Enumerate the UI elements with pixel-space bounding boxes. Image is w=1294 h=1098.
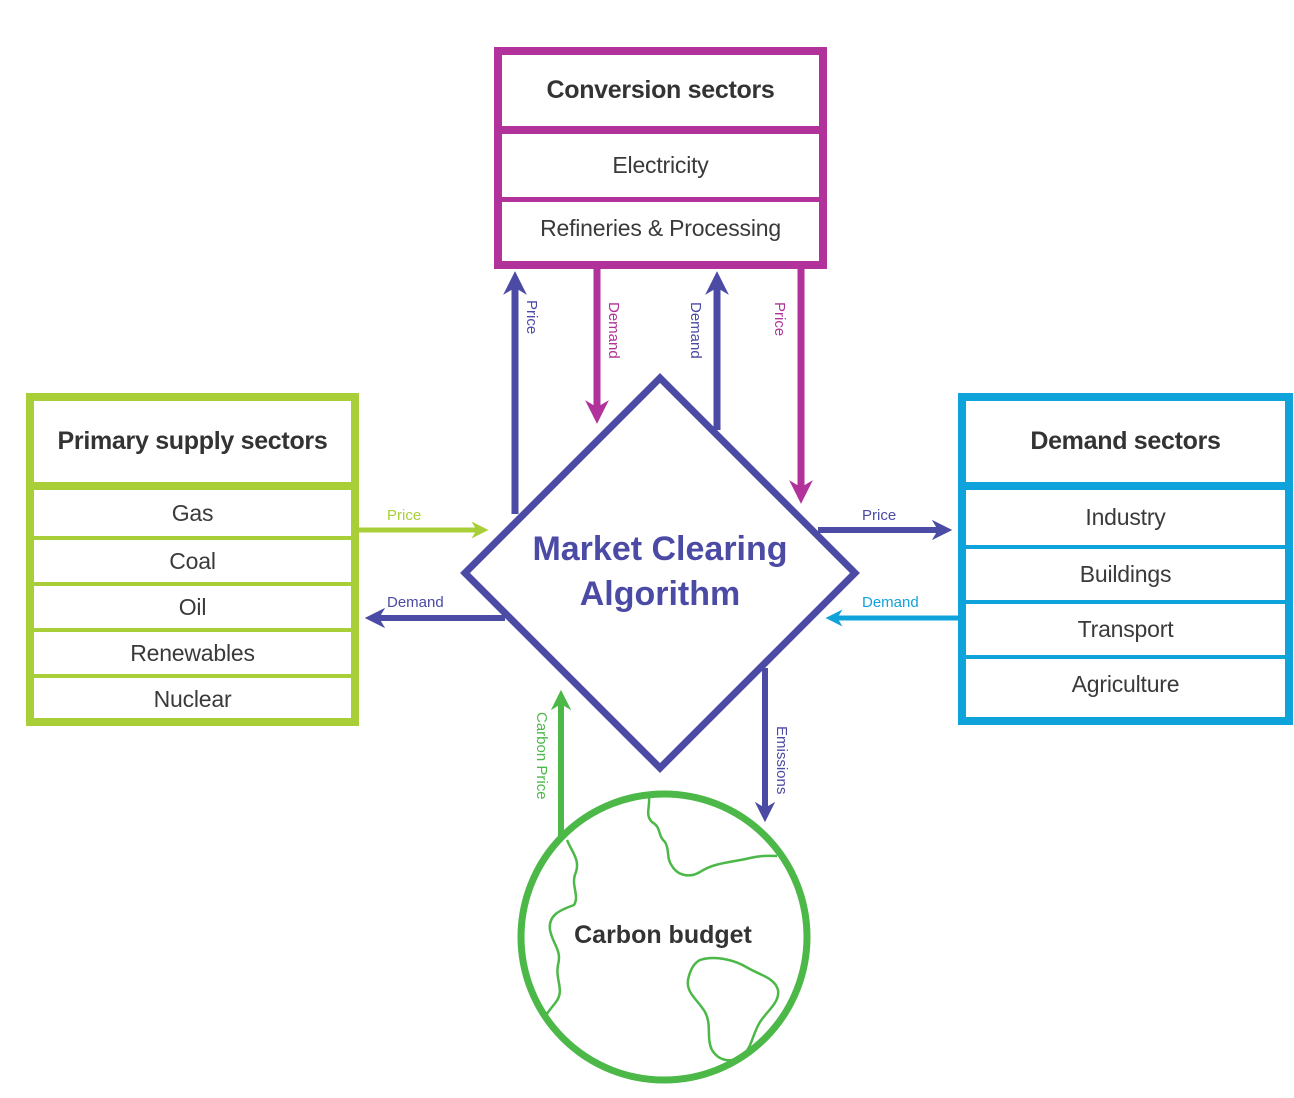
- supply-item-nuclear: Nuclear: [34, 674, 351, 720]
- conv-demand-up-label: Demand: [687, 302, 704, 359]
- demand-item-transport: Transport: [966, 600, 1285, 655]
- conversion-sectors-title: Conversion sectors: [502, 55, 819, 134]
- market-clearing-diamond: [460, 373, 860, 773]
- demand-item-industry: Industry: [1085, 504, 1166, 530]
- conv-price-down-label: Price: [771, 302, 788, 336]
- conversion-sectors-box: Conversion sectors Electricity Refinerie…: [494, 47, 827, 269]
- demand-item-agriculture: Agriculture: [966, 655, 1285, 710]
- supply-item-oil: Oil: [34, 582, 351, 628]
- emissions-label: Emissions: [773, 726, 790, 794]
- demand-item-buildings: Buildings: [966, 545, 1285, 600]
- carbon-price-label: Carbon Price: [533, 712, 550, 800]
- conversion-item-refineries: Refineries & Processing: [502, 197, 819, 255]
- supply-item-gas: Gas: [171, 499, 214, 526]
- primary-supply-sectors-title: Primary supply sectors: [34, 401, 351, 490]
- supply-price-label: Price: [387, 507, 421, 524]
- primary-supply-sectors-box: Primary supply sectors Gas Coal Oil Rene…: [26, 393, 359, 726]
- globe-icon: [517, 790, 811, 1084]
- demand-price-label: Price: [862, 507, 896, 524]
- supply-demand-label: Demand: [387, 594, 444, 611]
- demand-demand-label: Demand: [862, 594, 919, 611]
- conv-price-up-label: Price: [523, 300, 540, 334]
- carbon-budget-label: Carbon budget: [574, 921, 752, 949]
- market-clearing-title-line1: Market Clearing: [532, 530, 787, 568]
- demand-sectors-box: Demand sectors Industry Buildings Transp…: [958, 393, 1293, 725]
- market-clearing-title-line2: Algorithm: [580, 575, 741, 613]
- supply-item-coal: Coal: [34, 536, 351, 582]
- conversion-item-electricity: Electricity: [612, 152, 709, 178]
- demand-sectors-title: Demand sectors: [966, 401, 1285, 490]
- supply-item-renewables: Renewables: [34, 628, 351, 674]
- conv-demand-down-label: Demand: [605, 302, 622, 359]
